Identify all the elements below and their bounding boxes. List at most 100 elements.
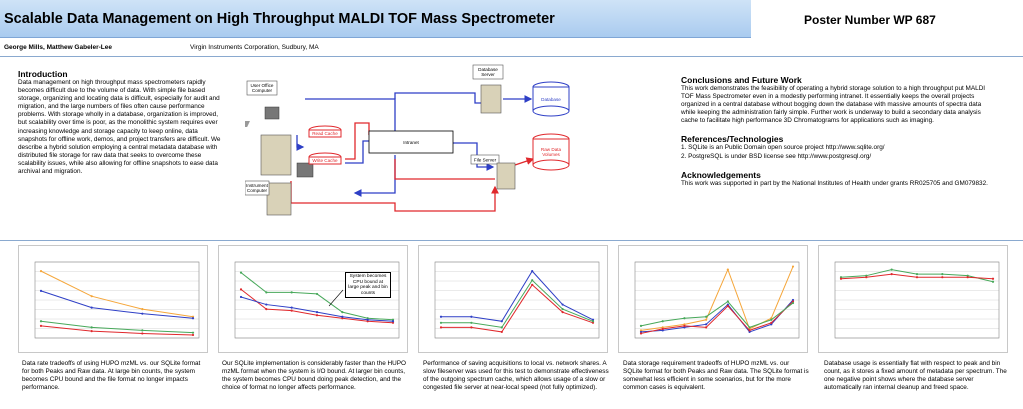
data-point — [341, 315, 344, 318]
data-point — [748, 330, 751, 334]
data-point — [141, 308, 144, 311]
data-point — [141, 332, 144, 335]
data-point — [705, 318, 708, 321]
data-point — [141, 329, 144, 332]
data-point — [391, 320, 395, 323]
data-point — [500, 320, 503, 323]
data-point — [726, 304, 729, 308]
chart-svg — [234, 261, 400, 339]
data-point — [315, 292, 319, 296]
chart-storage-requirement — [618, 245, 808, 353]
plot-area — [634, 261, 800, 339]
data-point — [90, 330, 93, 333]
plot-area — [34, 261, 200, 339]
data-point — [470, 321, 473, 324]
data-point — [366, 317, 369, 320]
header-divider — [0, 56, 1023, 57]
reference-item: 2. PostgreSQL is under BSD license see h… — [681, 152, 872, 160]
data-point — [941, 273, 944, 276]
data-point — [90, 295, 93, 298]
read-cache-label: Read Cache — [312, 131, 338, 136]
link-cache-intranet — [345, 140, 369, 164]
series-line — [640, 300, 794, 328]
data-point — [439, 326, 443, 329]
series-line — [441, 284, 594, 333]
data-point — [639, 329, 643, 332]
caption-database-usage: Database usage is essentially flat with … — [824, 360, 1007, 392]
data-point — [591, 320, 595, 323]
introduction-text: Data management on high throughput mass … — [18, 79, 221, 176]
data-point — [191, 331, 195, 334]
data-point — [705, 315, 708, 318]
data-point — [191, 315, 195, 318]
data-point — [39, 270, 43, 273]
data-point — [341, 311, 344, 314]
data-point — [791, 300, 795, 303]
data-point — [239, 295, 243, 299]
data-point — [865, 276, 868, 279]
chart-svg — [434, 261, 600, 339]
data-point — [391, 321, 395, 324]
data-point — [991, 280, 995, 283]
chart-svg — [834, 261, 1000, 339]
data-point — [239, 288, 243, 291]
data-point — [39, 289, 43, 292]
data-point — [791, 301, 795, 305]
data-point — [639, 332, 643, 335]
data-point — [791, 298, 795, 302]
data-point — [839, 276, 843, 279]
data-point — [265, 303, 268, 306]
data-point — [661, 320, 664, 323]
data-point — [791, 265, 795, 268]
data-point — [39, 320, 43, 323]
conclusions-text: This work demonstrates the feasibility o… — [681, 85, 986, 125]
plot-area — [434, 261, 600, 339]
data-point — [683, 317, 686, 320]
data-point — [290, 306, 293, 309]
plot-area — [834, 261, 1000, 339]
cache-server-monitor — [296, 162, 314, 178]
data-point — [661, 329, 664, 332]
instrument-tower — [266, 182, 292, 216]
data-point — [391, 318, 395, 321]
data-point — [591, 321, 595, 324]
series-line — [640, 301, 794, 334]
data-point — [239, 271, 243, 274]
intranet-label: Intranet — [403, 140, 419, 145]
data-point — [683, 324, 686, 327]
user-office-monitor — [264, 106, 280, 120]
data-point — [531, 283, 534, 286]
series-line — [40, 290, 194, 319]
data-point — [591, 318, 595, 321]
caption-storage: Data storage requirement tradeoffs of HU… — [623, 360, 809, 392]
series-line — [441, 279, 594, 328]
data-point — [726, 300, 729, 303]
series-line — [40, 325, 194, 336]
data-point — [531, 279, 534, 282]
conclusions-title: Conclusions and Future Work — [681, 75, 802, 85]
data-point — [748, 326, 751, 329]
chart-sqlite-speed: System becomes CPU bound at large peak a… — [218, 245, 408, 353]
poster-title: Scalable Data Management on High Through… — [4, 11, 555, 27]
authors: George Mills, Matthew Gabeler-Lee — [4, 44, 112, 51]
affiliation: Virgin Instruments Corporation, Sudbury,… — [190, 44, 319, 51]
introduction-section: Introduction Data management on high thr… — [18, 69, 223, 176]
chart-svg — [34, 261, 200, 339]
reference-item: 1. SQLite is an Public Domain open sourc… — [681, 144, 885, 152]
data-point — [966, 276, 969, 279]
annotation-pointer — [328, 289, 344, 307]
data-point — [290, 309, 293, 312]
chart-database-usage — [818, 245, 1008, 353]
caption-sqlite-speed: Our SQLite implementation is considerabl… — [222, 360, 406, 392]
data-point — [500, 330, 503, 334]
data-point — [561, 303, 564, 306]
data-point — [191, 317, 195, 320]
data-point — [191, 333, 195, 337]
data-point — [470, 326, 473, 329]
link-writecache-intranet — [345, 122, 370, 160]
data-point — [661, 327, 664, 330]
chart-data-rate-tradeoff — [18, 245, 208, 353]
